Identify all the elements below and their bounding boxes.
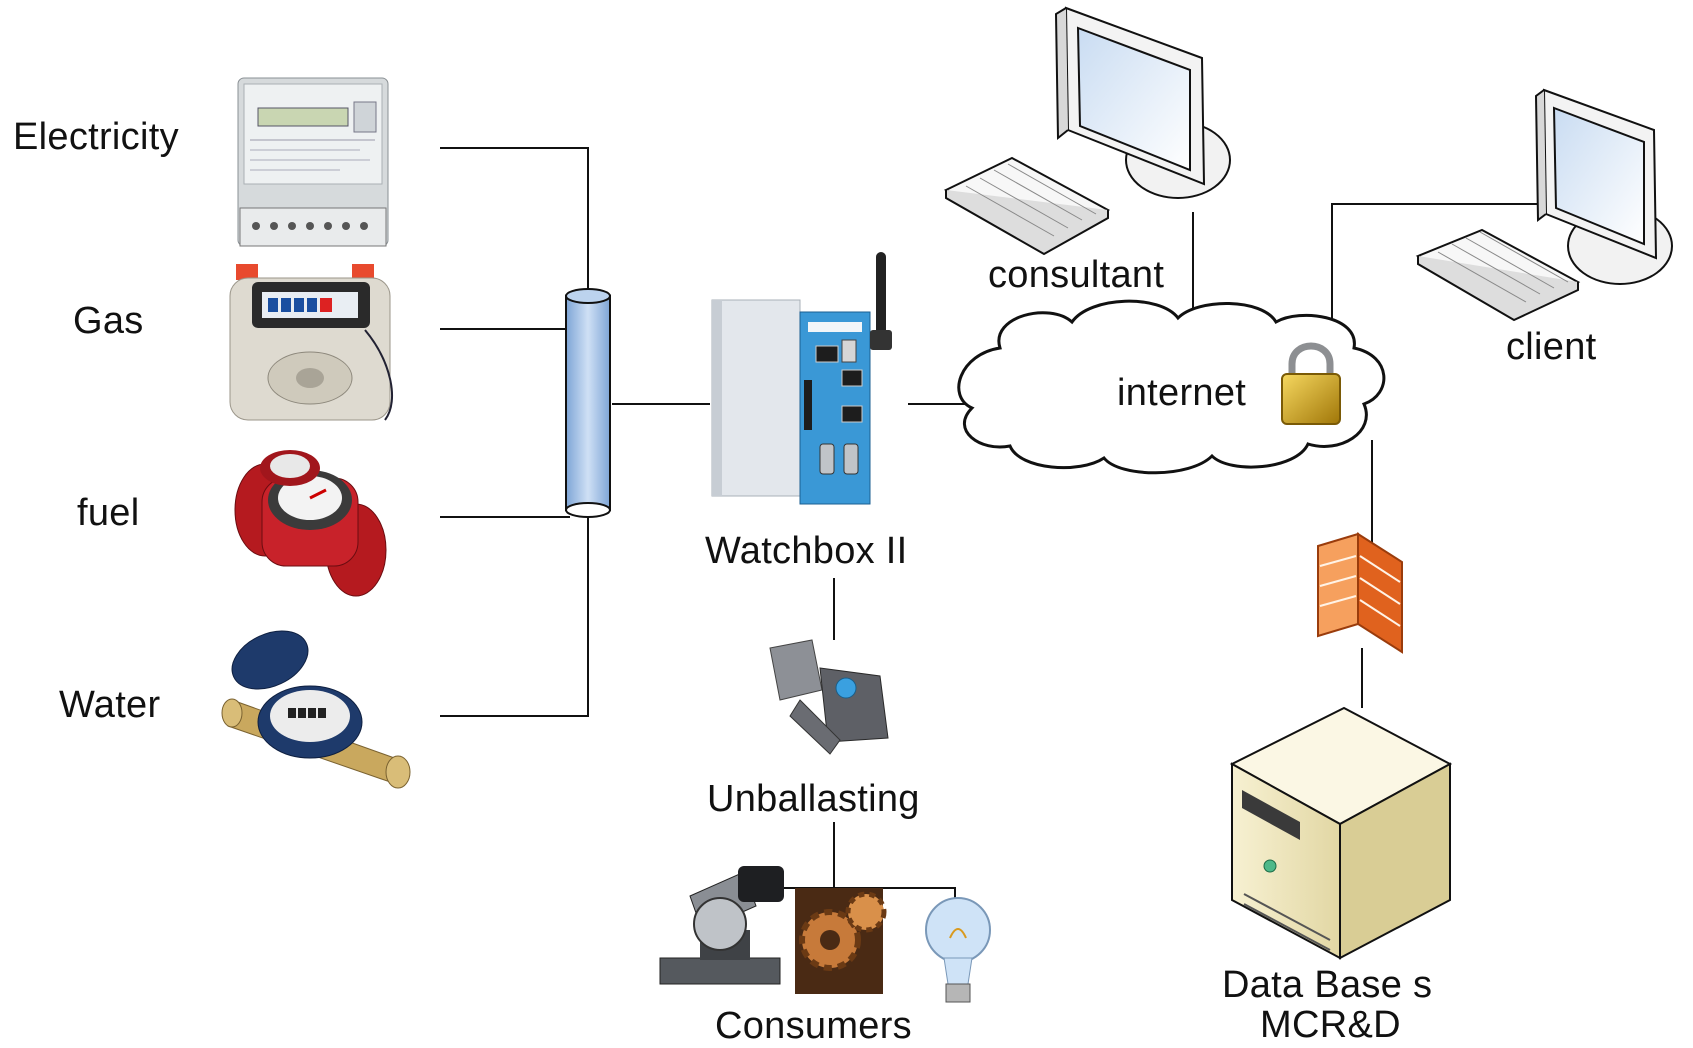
label-water: Water [59, 684, 161, 726]
water-meter-icon [221, 630, 411, 789]
gas-meter-icon [229, 264, 393, 421]
lightbulb-icon [925, 897, 991, 1003]
label-electricity: Electricity [13, 116, 179, 158]
firewall-icon [1317, 532, 1403, 654]
monitor-icon [1054, 6, 1231, 199]
keyboard-icon [943, 156, 1111, 256]
fuel-meter-icon [234, 450, 387, 597]
keyboard-icon [1415, 228, 1581, 322]
gears-icon [795, 888, 887, 994]
label-client: client [1506, 326, 1597, 368]
consultant-computer [943, 6, 1231, 256]
label-internet: internet [1117, 372, 1247, 414]
label-gas: Gas [73, 300, 144, 342]
padlock-icon [1281, 342, 1341, 425]
bus-pipe-icon [565, 288, 611, 518]
label-consultant: consultant [988, 254, 1165, 296]
server-icon [1229, 706, 1453, 960]
label-database-line2: MCR&D [1260, 1004, 1401, 1046]
label-unballasting: Unballasting [707, 778, 920, 820]
label-watchbox: Watchbox II [705, 530, 908, 572]
label-consumers: Consumers [715, 1005, 912, 1047]
cloud-icon [957, 299, 1386, 475]
client-computer [1415, 88, 1673, 322]
antenna-icon [870, 252, 892, 350]
monitor-icon [1534, 88, 1673, 285]
relay-module-icon [769, 639, 889, 755]
label-database-line1: Data Base s [1222, 964, 1433, 1006]
electricity-meter-icon [237, 77, 389, 247]
label-fuel: fuel [77, 492, 140, 534]
saw-icon [659, 866, 784, 985]
watchbox-device-icon [711, 299, 871, 505]
